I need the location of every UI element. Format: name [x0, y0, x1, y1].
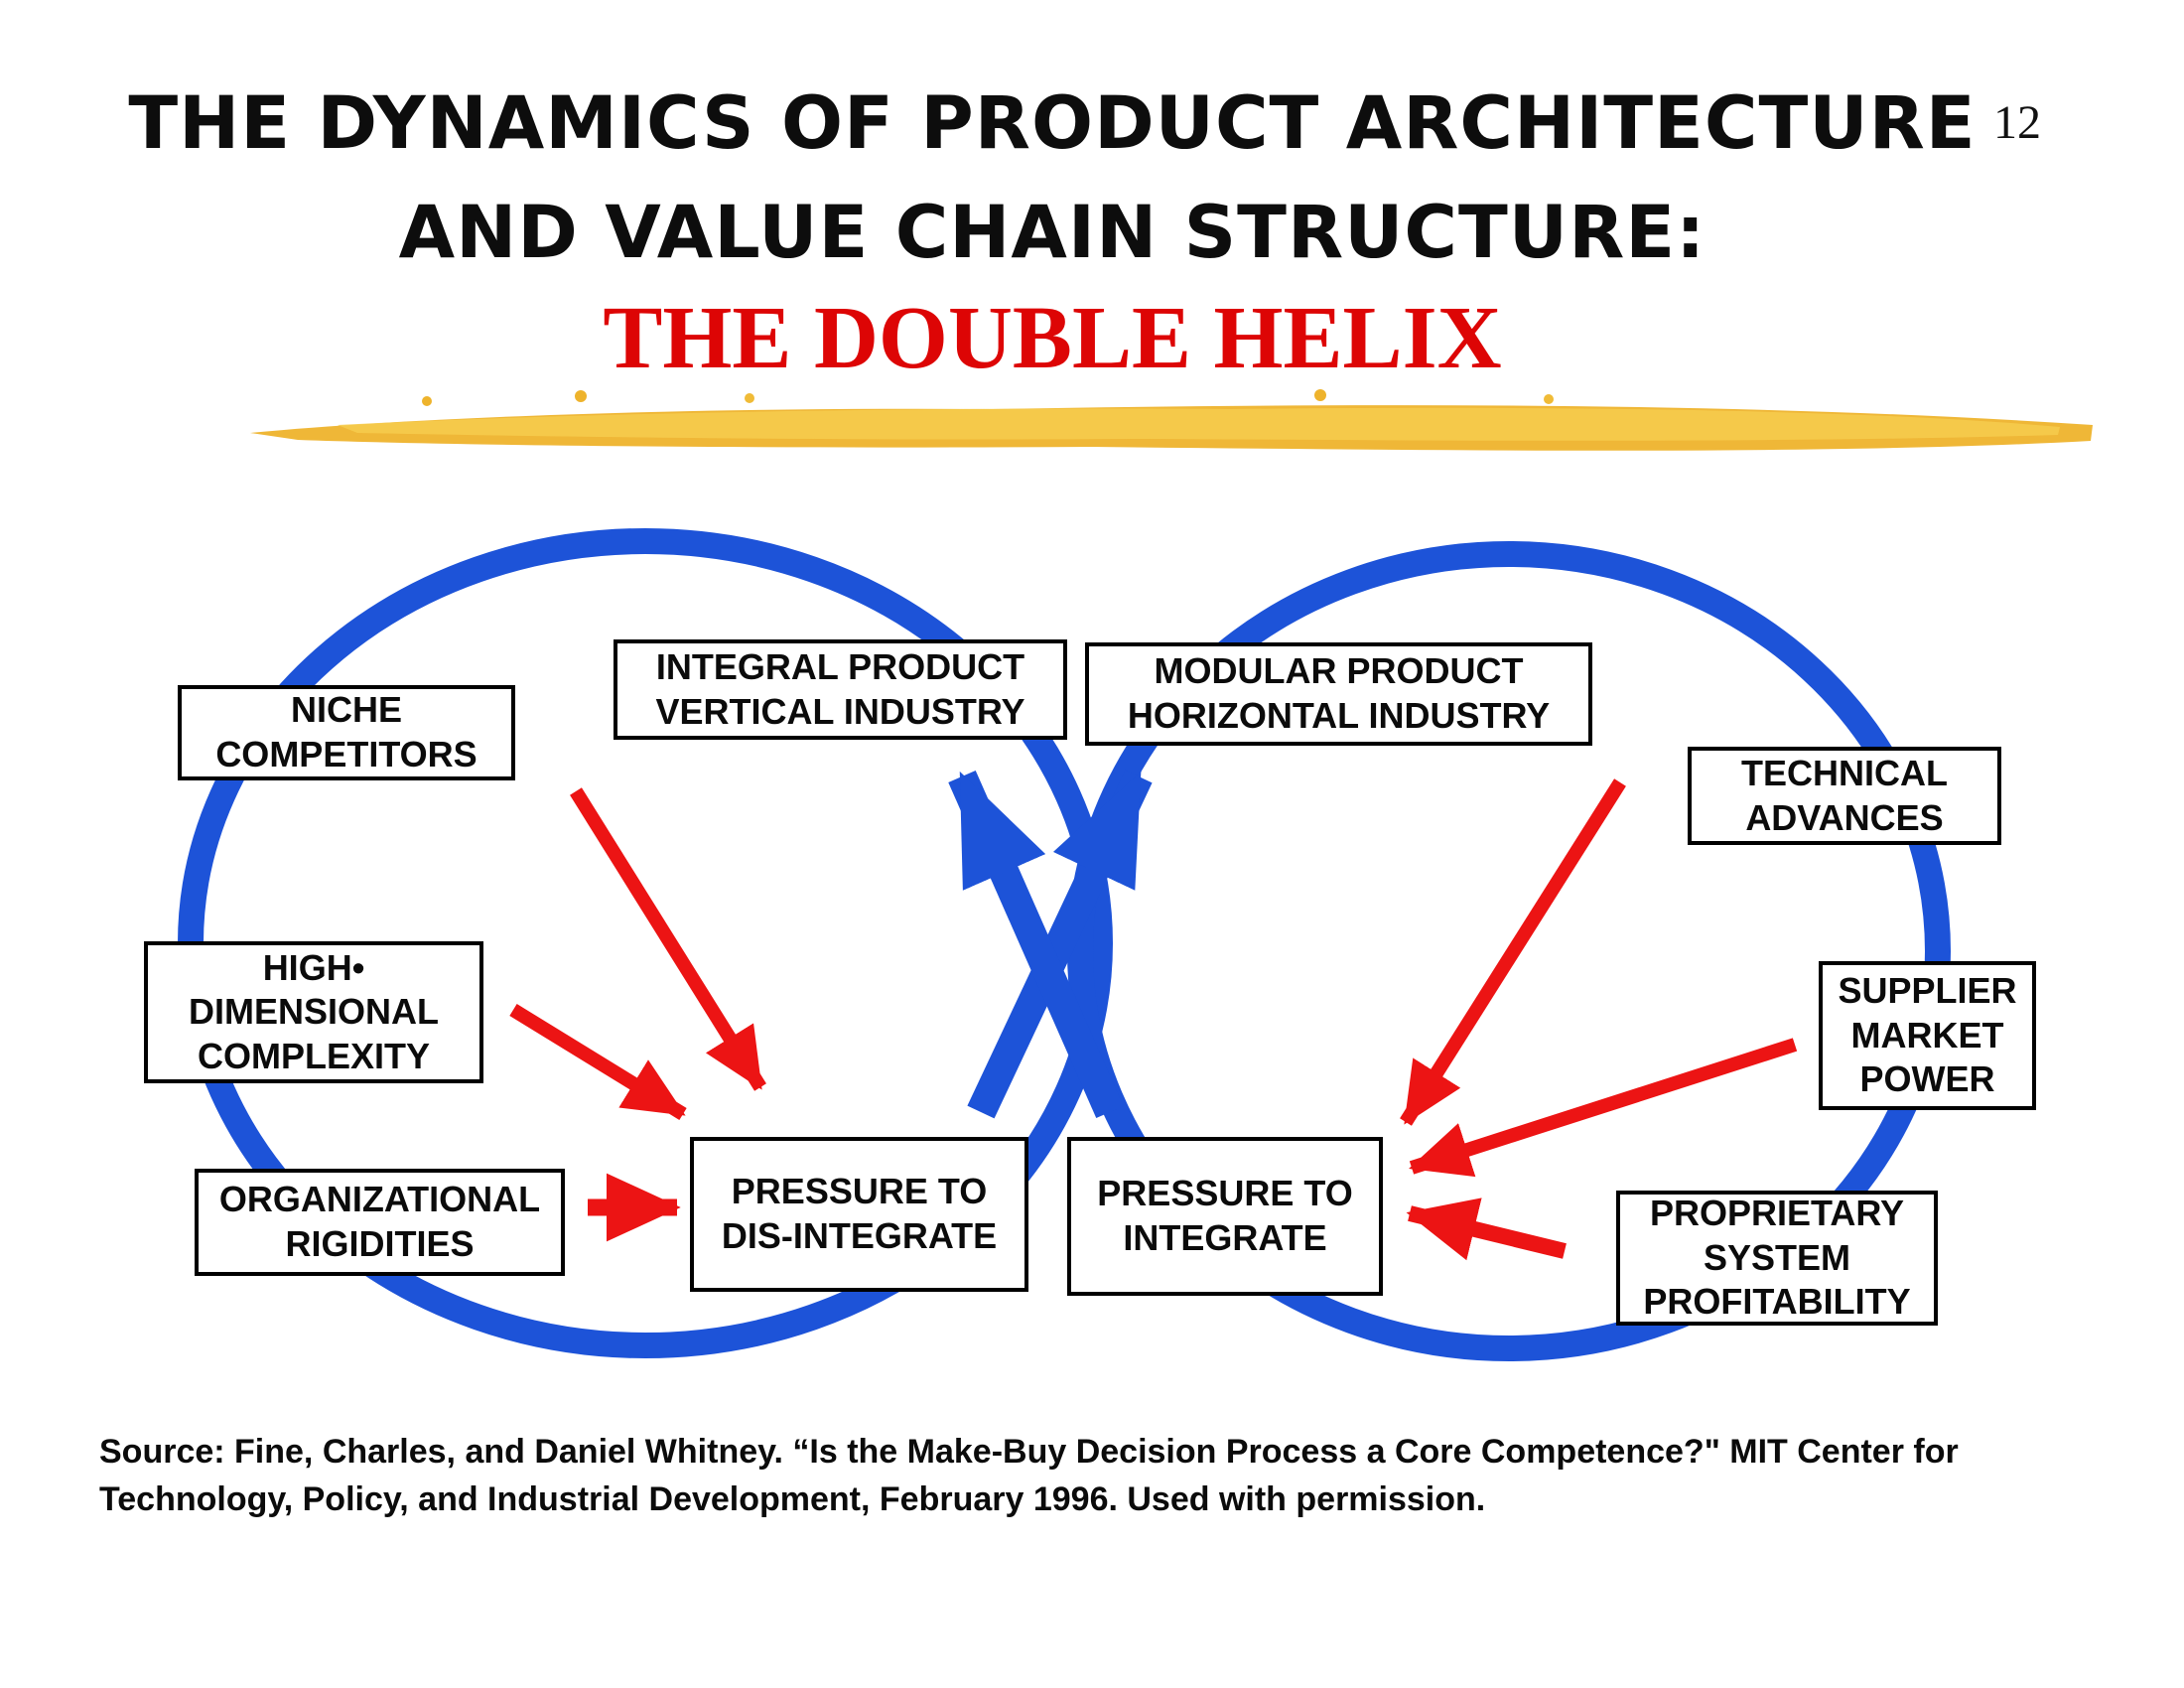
box-integral-product-label: INTEGRAL PRODUCT VERTICAL INDUSTRY: [655, 645, 1025, 732]
arrow-niche-to-disintegrate: [570, 787, 766, 1091]
source-citation-line-2: Technology, Policy, and Industrial Devel…: [99, 1480, 1486, 1519]
box-organizational-rigidities: ORGANIZATIONAL RIGIDITIES: [195, 1169, 565, 1276]
box-integral-product-vertical-industry: INTEGRAL PRODUCT VERTICAL INDUSTRY: [614, 639, 1067, 740]
box-proprietary-system-profitability: PROPRIETARY SYSTEM PROFITABILITY: [1616, 1191, 1938, 1326]
title-line-1: THE DYNAMICS OF PRODUCT ARCHITECTURE: [128, 81, 1977, 166]
box-technical-advances: TECHNICAL ADVANCES: [1688, 747, 2001, 845]
box-high-dimensional-complexity-label: HIGH• DIMENSIONAL COMPLEXITY: [189, 946, 439, 1076]
arrow-technical-to-integrate: [1400, 778, 1626, 1126]
box-supplier-market-power: SUPPLIER MARKET POWER: [1819, 961, 2036, 1110]
arrow-to-modular-product: [967, 770, 1153, 1119]
box-modular-product-label: MODULAR PRODUCT HORIZONTAL INDUSTRY: [1127, 650, 1551, 736]
box-pressure-to-disintegrate: PRESSURE TO DIS-INTEGRATE: [690, 1137, 1028, 1292]
title-line-2: AND VALUE CHAIN STRUCTURE:: [398, 191, 1706, 275]
box-technical-advances-label: TECHNICAL ADVANCES: [1741, 752, 1948, 838]
box-proprietary-system-profitability-label: PROPRIETARY SYSTEM PROFITABILITY: [1643, 1193, 1911, 1323]
source-citation: Source: Fine, Charles, and Daniel Whitne…: [99, 1428, 2025, 1524]
arrow-proprietary-to-integrate: [1406, 1197, 1567, 1261]
box-pressure-to-integrate: PRESSURE TO INTEGRATE: [1067, 1137, 1383, 1296]
arrow-supplier-to-integrate: [1409, 1038, 1798, 1178]
box-pressure-to-disintegrate-label: PRESSURE TO DIS-INTEGRATE: [721, 1171, 998, 1256]
arrow-to-integral-product: [948, 770, 1124, 1119]
box-pressure-to-integrate-label: PRESSURE TO INTEGRATE: [1097, 1173, 1353, 1258]
box-high-dimensional-complexity: HIGH• DIMENSIONAL COMPLEXITY: [144, 941, 483, 1083]
gold-brush-underline: [250, 389, 2093, 451]
box-supplier-market-power-label: SUPPLIER MARKET POWER: [1838, 970, 2017, 1100]
box-modular-product-horizontal-industry: MODULAR PRODUCT HORIZONTAL INDUSTRY: [1085, 642, 1592, 746]
source-citation-line-1: Source: Fine, Charles, and Daniel Whitne…: [99, 1433, 1959, 1471]
slide-subtitle: THE DOUBLE HELIX: [603, 289, 1502, 387]
right-circle: [1067, 541, 1951, 1361]
box-organizational-rigidities-label: ORGANIZATIONAL RIGIDITIES: [218, 1179, 541, 1264]
box-niche-competitors-label: NICHE COMPETITORS: [215, 689, 478, 774]
arrow-complexity-to-disintegrate: [509, 1004, 687, 1120]
page-number: 12: [1993, 96, 2041, 149]
box-niche-competitors: NICHE COMPETITORS: [178, 685, 515, 780]
